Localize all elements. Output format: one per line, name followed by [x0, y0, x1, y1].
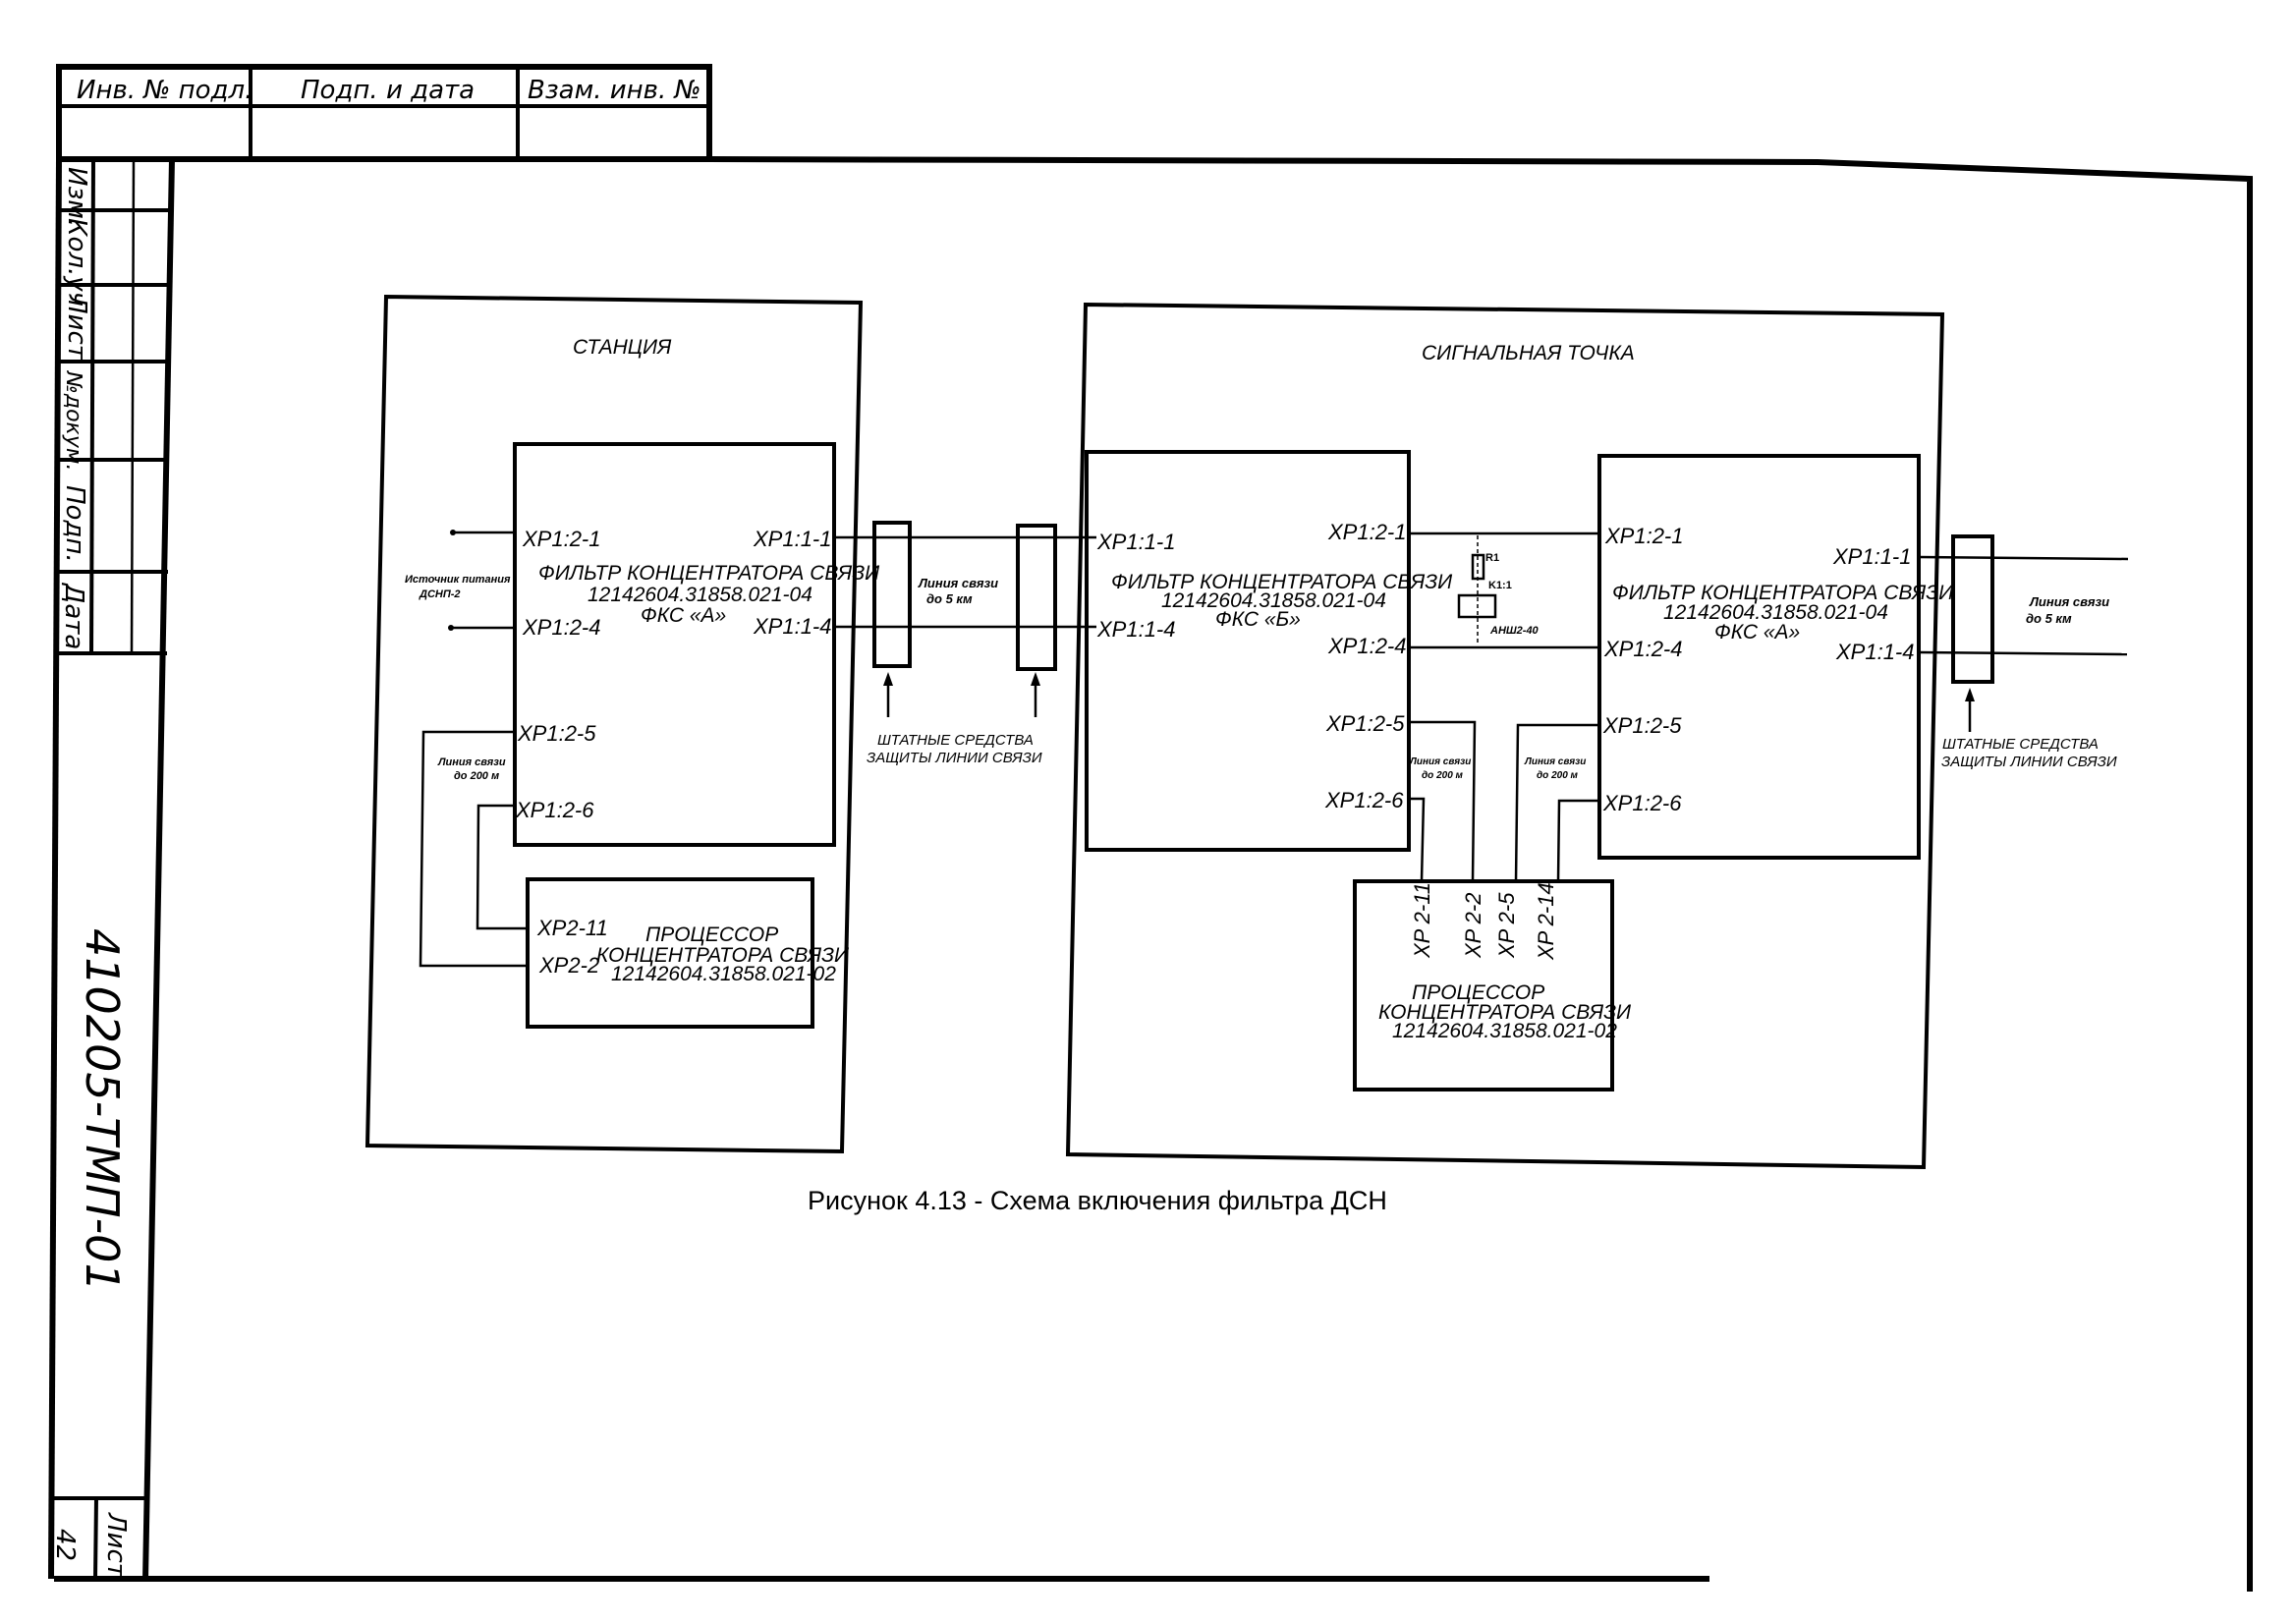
sp-link-short-b-line2: до 200 м: [1422, 770, 1464, 781]
station-filter-box: [513, 442, 836, 847]
sp-proc-line3: 12142604.31858.021-02: [1392, 1020, 1617, 1042]
signal-processor-box: [1353, 879, 1614, 1091]
arrow-up-icon: [1965, 688, 1975, 701]
station-pin-xp1-1-4: XP1:1-4: [753, 614, 832, 639]
long-link-line2: до 5 км: [926, 591, 973, 606]
power-source-line2: ДСНП-2: [419, 588, 461, 600]
protection-box-outgoing: [1951, 534, 1994, 684]
station-title: СТАНЦИЯ: [573, 336, 672, 359]
stamp-header-inv-podl: Инв. № подл.: [77, 76, 252, 105]
long-link-line1: Линия связи: [918, 576, 998, 590]
station-proc-line2: КОНЦЕНТРАТОРА СВЯЗИ: [596, 944, 850, 967]
long-link-outgoing: Линия связи до 5 км ШТАТНЫЕ СРЕДСТВА ЗАЩ…: [1918, 534, 2129, 770]
sp-b-line1: ФИЛЬТР КОНЦЕНТРАТОРА СВЯЗИ: [1111, 571, 1453, 593]
sp-b-line2: 12142604.31858.021-04: [1161, 589, 1386, 612]
station-proc-line3: 12142604.31858.021-02: [611, 963, 836, 985]
sp-a-line2: 12142604.31858.021-04: [1663, 601, 1888, 624]
station-proc-line1: ПРОЦЕССОР: [645, 923, 778, 946]
station-link-short-line2: до 200 м: [454, 770, 499, 782]
sp-b-pin-xp1-2-5: XP1:2-5: [1325, 711, 1405, 736]
sp-proc-line2: КОНЦЕНТРАТОРА СВЯЗИ: [1378, 1001, 1632, 1024]
main-frame: [54, 156, 2253, 1592]
station-proc-pin-xp2-2: XP2-2: [538, 953, 599, 978]
side-label-izm: Изм.: [62, 167, 91, 227]
outgoing-protection-line2: ЗАЩИТЫ ЛИНИИ СВЯЗИ: [1941, 754, 2117, 770]
sp-a-pin-xp1-2-6: XP1:2-6: [1602, 791, 1682, 815]
sp-a-pin-xp1-2-1: XP1:2-1: [1604, 524, 1684, 548]
station-block: СТАНЦИЯ ФИЛЬТР КОНЦЕНТРАТОРА СВЯЗИ 12142…: [364, 294, 880, 1154]
resistor-label: R1: [1485, 552, 1499, 564]
station-filter-line2: 12142604.31858.021-04: [588, 584, 812, 606]
stamp-table-top: Инв. № подл. Подп. и дата Взам. инв. №: [56, 64, 712, 162]
sheet-label: Лист: [101, 1512, 131, 1579]
stamp-header-vzam-inv: Взам. инв. №: [528, 76, 701, 105]
sp-b-pin-xp1-2-1: XP1:2-1: [1327, 520, 1407, 544]
relay-coil: [1457, 593, 1497, 619]
side-label-podp: Подп.: [60, 485, 89, 563]
sheet-number: 42: [50, 1529, 80, 1561]
side-label-kol-uch: Кол.уч: [62, 218, 91, 307]
relay-type-label: АНШ2-40: [1489, 625, 1540, 637]
side-label-list: Лист: [62, 294, 91, 361]
sp-proc-pin-xp2-14: XP 2-14: [1534, 882, 1558, 961]
sp-b-pin-xp1-2-4: XP1:2-4: [1327, 634, 1407, 658]
sp-link-short-a-line2: до 200 м: [1537, 770, 1579, 781]
sp-a-pin-xp1-1-4: XP1:1-4: [1835, 640, 1915, 664]
station-filter-line3: ФКС «А»: [641, 604, 726, 627]
outgoing-link-line2: до 5 км: [2026, 611, 2072, 626]
sp-proc-pin-xp2-11: XP 2-11: [1410, 882, 1434, 959]
station-link-short-line1: Линия связи: [437, 756, 506, 768]
protection-box-left: [872, 521, 912, 668]
station-pin-xp1-2-4: XP1:2-4: [522, 615, 601, 640]
side-label-data: Дата: [59, 583, 88, 649]
terminal-icon: [450, 530, 456, 535]
sp-a-line1: ФИЛЬТР КОНЦЕНТРАТОРА СВЯЗИ: [1612, 582, 1954, 604]
protection-label-line2: ЗАЩИТЫ ЛИНИИ СВЯЗИ: [867, 750, 1042, 766]
sp-a-pin-xp1-2-5: XP1:2-5: [1602, 713, 1682, 738]
sp-proc-line1: ПРОЦЕССОР: [1412, 981, 1544, 1004]
station-proc-pin-xp2-11: XP2-11: [536, 916, 608, 940]
stamp-header-sign-date: Подп. и дата: [301, 76, 475, 105]
signal-point-block: СИГНАЛЬНАЯ ТОЧКА XP1:1-1 XP1:1-4 XP1:2-1…: [1065, 302, 1954, 1170]
sp-link-short-a-line1: Линия связи: [1524, 756, 1586, 767]
relay-contact-label: K1:1: [1488, 580, 1512, 591]
sp-proc-pin-xp2-2: XP 2-2: [1461, 893, 1485, 959]
station-pin-xp1-2-6: XP1:2-6: [515, 798, 594, 822]
arrow-up-icon: [1031, 672, 1040, 686]
sp-a-line3: ФКС «А»: [1714, 621, 1800, 644]
outgoing-protection-line1: ШТАТНЫЕ СРЕДСТВА: [1942, 736, 2099, 753]
arrow-up-icon: [883, 672, 893, 686]
long-link: Линия связи до 5 км ШТАТНЫЕ СРЕДСТВА ЗАЩ…: [834, 521, 1096, 766]
figure-caption: Рисунок 4.13 - Схема включения фильтра Д…: [808, 1186, 1387, 1215]
station-pin-xp1-1-1: XP1:1-1: [753, 527, 832, 551]
sp-a-pin-xp1-2-4: XP1:2-4: [1603, 637, 1683, 661]
sp-b-pin-xp1-1-4: XP1:1-4: [1096, 617, 1176, 642]
station-pin-xp1-2-1: XP1:2-1: [522, 527, 601, 551]
terminal-icon: [448, 625, 454, 631]
station-processor-box: [526, 877, 814, 1029]
station-pin-xp1-2-5: XP1:2-5: [517, 721, 596, 746]
signal-filter-a-box: [1597, 454, 1921, 860]
protection-box-right: [1016, 524, 1057, 671]
signal-point-title: СИГНАЛЬНАЯ ТОЧКА: [1422, 342, 1635, 364]
resistor-r1: [1471, 553, 1485, 581]
sp-b-pin-xp1-2-6: XP1:2-6: [1324, 788, 1404, 812]
sp-b-pin-xp1-1-1: XP1:1-1: [1096, 530, 1176, 554]
sp-a-pin-xp1-1-1: XP1:1-1: [1832, 544, 1912, 569]
document-number: 410205-ТМП-01: [76, 928, 129, 1292]
station-filter-line1: ФИЛЬТР КОНЦЕНТРАТОРА СВЯЗИ: [538, 562, 880, 585]
signal-filter-b-box: [1085, 450, 1411, 852]
stamp-side-strip: Изм. Кол.уч Лист №докум. Подп. Дата 4102…: [48, 158, 172, 1580]
outgoing-link-line1: Линия связи: [2029, 594, 2109, 609]
power-source-line1: Источник питания: [405, 574, 511, 586]
sp-b-line3: ФКС «Б»: [1215, 608, 1301, 631]
sp-link-short-b-line1: Линия связи: [1409, 756, 1471, 767]
protection-label-line1: ШТАТНЫЕ СРЕДСТВА: [877, 732, 1034, 749]
side-label-n-dokum: №докум.: [61, 370, 85, 471]
sp-proc-pin-xp2-5: XP 2-5: [1494, 892, 1519, 959]
